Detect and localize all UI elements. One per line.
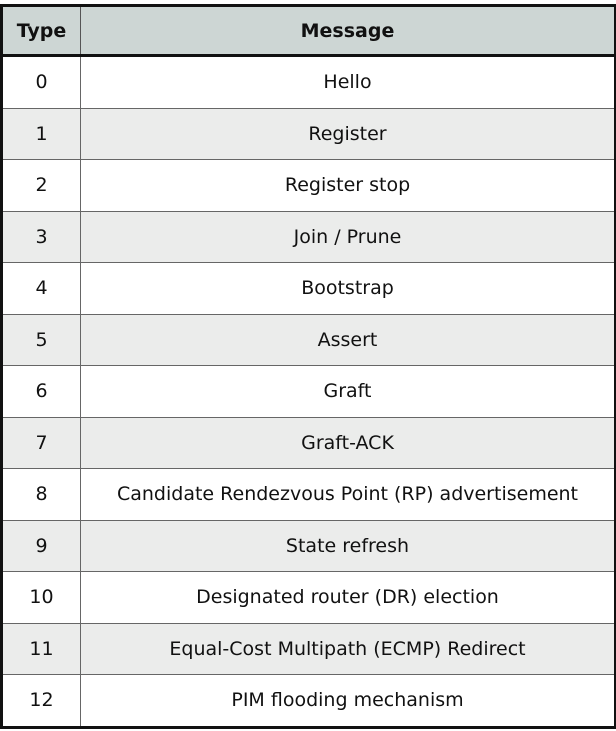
table-row: 9 State refresh — [1, 519, 616, 572]
type-column-header: Type — [1, 5, 81, 57]
table-row: 1 Register — [1, 107, 616, 160]
type-cell: 0 — [1, 55, 81, 109]
message-cell: Designated router (DR) election — [80, 571, 616, 624]
message-cell: State refresh — [80, 519, 616, 572]
message-cell: Join / Prune — [80, 210, 616, 263]
table-row: 4 Bootstrap — [1, 262, 616, 315]
table-row: 2 Register stop — [1, 159, 616, 212]
table-row: 6 Graft — [1, 365, 616, 418]
table-row: 8 Candidate Rendezvous Point (RP) advert… — [1, 468, 616, 521]
table-row: 7 Graft-ACK — [1, 416, 616, 469]
type-cell: 4 — [1, 262, 81, 315]
message-cell: Bootstrap — [80, 262, 616, 315]
table-row: 0 Hello — [1, 55, 616, 109]
type-cell: 2 — [1, 159, 81, 212]
message-cell: Assert — [80, 313, 616, 366]
table-body: 0 Hello 1 Register 2 Register stop 3 Joi… — [1, 55, 616, 728]
table-row: 3 Join / Prune — [1, 210, 616, 263]
message-cell: Equal-Cost Multipath (ECMP) Redirect — [80, 622, 616, 675]
header-row: Type Message — [1, 5, 616, 57]
type-cell: 1 — [1, 107, 81, 160]
type-cell: 7 — [1, 416, 81, 469]
pim-message-types-table: Type Message 0 Hello 1 Register 2 Regist… — [0, 4, 616, 729]
type-cell: 9 — [1, 519, 81, 572]
message-cell: Graft — [80, 365, 616, 418]
message-cell: Register stop — [80, 159, 616, 212]
table-row: 11 Equal-Cost Multipath (ECMP) Redirect — [1, 622, 616, 675]
table-row: 12 PIM flooding mechanism — [1, 674, 616, 728]
message-cell: Graft-ACK — [80, 416, 616, 469]
message-cell: Candidate Rendezvous Point (RP) advertis… — [80, 468, 616, 521]
message-cell: PIM flooding mechanism — [80, 674, 616, 728]
type-cell: 6 — [1, 365, 81, 418]
table-header: Type Message — [1, 5, 616, 57]
table-row: 5 Assert — [1, 313, 616, 366]
type-cell: 8 — [1, 468, 81, 521]
type-cell: 12 — [1, 674, 81, 728]
type-cell: 3 — [1, 210, 81, 263]
message-cell: Register — [80, 107, 616, 160]
type-cell: 5 — [1, 313, 81, 366]
type-cell: 11 — [1, 622, 81, 675]
message-column-header: Message — [80, 5, 616, 57]
message-cell: Hello — [80, 55, 616, 109]
type-cell: 10 — [1, 571, 81, 624]
table-row: 10 Designated router (DR) election — [1, 571, 616, 624]
